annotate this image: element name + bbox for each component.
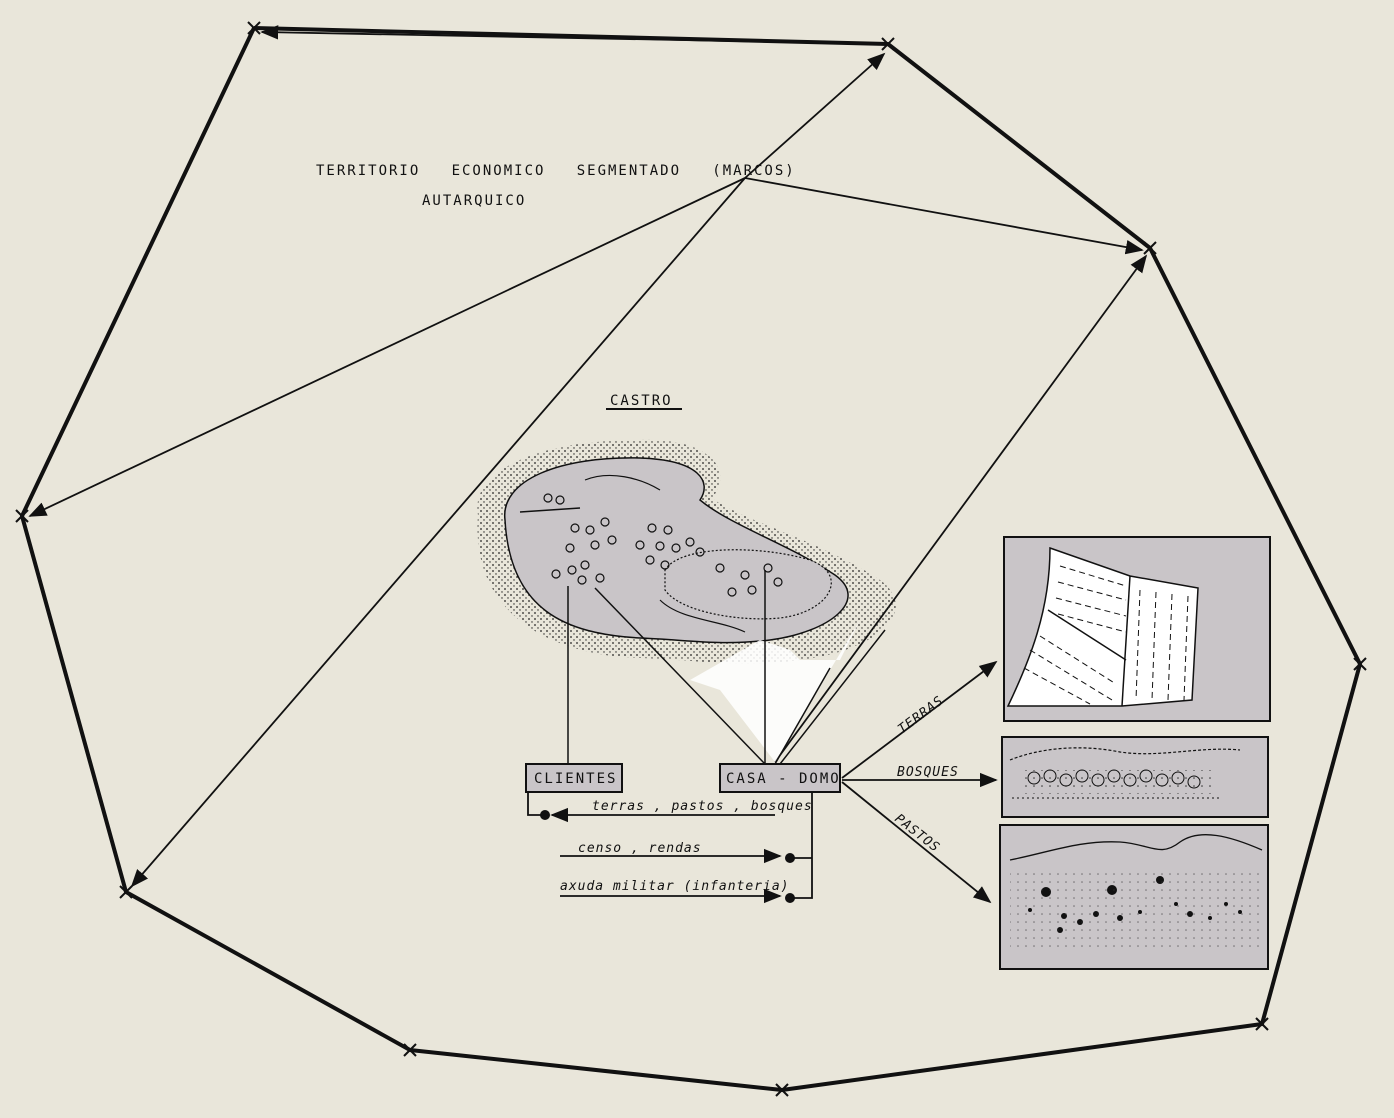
- arrow-to-e: [744, 177, 1144, 255]
- marker-x: [119, 885, 133, 899]
- arrow-center-ne: [744, 52, 886, 179]
- title-line-2: AUTARQUICO: [422, 193, 526, 209]
- casa-domo-label: CASA - DOMO: [726, 771, 841, 787]
- bosques-panel: [1001, 736, 1269, 818]
- marker-x: [775, 1083, 789, 1097]
- marker-x: [1255, 1017, 1269, 1031]
- flow-to-clientes: terras , pastos , bosques: [592, 799, 813, 814]
- flow-lines: [527, 792, 813, 904]
- arrow-to-w: [28, 177, 746, 517]
- castro-inner-enclosure: [664, 549, 832, 620]
- castro-title: CASTRO: [610, 393, 673, 409]
- marker-x: [1143, 241, 1157, 255]
- castro-label: CASTRO: [606, 393, 682, 410]
- castro-top-path: [584, 474, 661, 491]
- marker-x: [1353, 657, 1367, 671]
- marker-x: [15, 509, 29, 523]
- pastos-panel: [999, 824, 1269, 970]
- flow-dots: [540, 810, 795, 903]
- marker-x: [403, 1043, 417, 1057]
- marker-x: [247, 21, 261, 35]
- castro-connector-shade: [690, 620, 860, 762]
- title-line-1: TERRITORIO ECONOMICO SEGMENTADO (MARCOS): [316, 163, 796, 179]
- castro-illustration: [477, 439, 896, 762]
- territory-boundary: [20, 26, 1362, 1092]
- castro-path: [659, 599, 746, 633]
- arrow-pastos: [841, 781, 992, 904]
- clientes-box: CLIENTES: [525, 763, 623, 793]
- resource-arrows: [841, 660, 998, 904]
- arrow-casa-to-e: [774, 254, 1148, 763]
- castro-wall-line: [519, 507, 581, 513]
- label-bosques: BOSQUES: [897, 765, 959, 780]
- label-terras: TERRAS: [895, 693, 946, 737]
- arrow-terras: [841, 660, 998, 779]
- clientes-label: CLIENTES: [534, 771, 617, 787]
- flow-labels: terras , pastos , bosques censo , rendas…: [560, 799, 813, 894]
- castro-houses: [543, 493, 783, 597]
- casa-domo-box: CASA - DOMO: [719, 763, 841, 793]
- flow-census: censo , rendas: [578, 841, 702, 856]
- territory-title: TERRITORIO ECONOMICO SEGMENTADO (MARCOS)…: [316, 163, 796, 209]
- label-pastos: PASTOS: [892, 811, 943, 855]
- castro-connectors: [567, 570, 886, 765]
- segmentation-arrows: [28, 25, 1148, 888]
- arrow-to-nw: [260, 25, 889, 45]
- terras-panel: [1003, 536, 1271, 722]
- flow-military: axuda militar (infanteria): [560, 879, 790, 894]
- arrow-to-sw: [130, 177, 746, 888]
- boundary-markers: [15, 21, 1367, 1097]
